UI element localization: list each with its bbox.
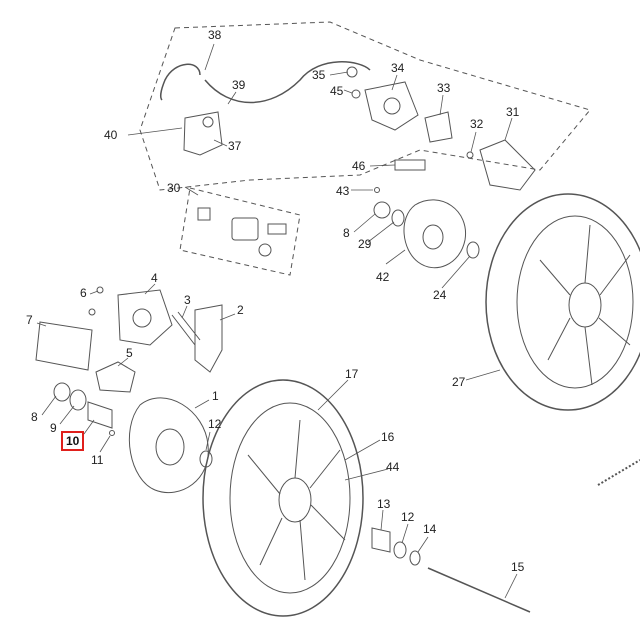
front-disc-hub (155, 428, 185, 466)
callout-37[interactable]: 37 (228, 139, 242, 153)
master-cylinder (183, 111, 223, 156)
rear-axle-spacer (371, 527, 391, 553)
callout-29[interactable]: 29 (358, 237, 372, 251)
callout-42[interactable]: 42 (376, 270, 390, 284)
callout-1[interactable]: 1 (212, 389, 219, 403)
front-seal (69, 389, 87, 411)
rear-brake-disc (403, 199, 466, 269)
bleed-screw (96, 286, 104, 294)
front-wheel-spokes (247, 419, 346, 581)
front-caliper-piston (132, 308, 152, 328)
callout-9[interactable]: 9 (50, 421, 57, 435)
front-spacer-tube (87, 401, 113, 429)
brake-hose-long (204, 61, 371, 104)
front-tyre (202, 379, 364, 617)
front-brake-pads (95, 361, 136, 393)
kit-piston (231, 217, 259, 241)
rear-wheel-spokes (539, 224, 631, 386)
kit-seal (197, 207, 211, 221)
drive-chain (597, 459, 640, 486)
banjo-bolt (346, 66, 358, 78)
front-caliper-bracket (194, 304, 223, 373)
axle-washer (409, 550, 421, 566)
hose-group-outline (139, 21, 591, 191)
kit-spring (267, 223, 287, 235)
callout-4[interactable]: 4 (151, 271, 158, 285)
brake-hose (160, 63, 201, 101)
rear-caliper-piston (383, 97, 401, 115)
banjo-washer (351, 89, 361, 99)
front-bearing (53, 382, 71, 402)
caliper-bolts (171, 311, 201, 346)
callout-3[interactable]: 3 (184, 293, 191, 307)
callout-27[interactable]: 27 (452, 375, 466, 389)
callout-6[interactable]: 6 (80, 286, 87, 300)
callout-30[interactable]: 30 (167, 181, 181, 195)
callout-12-front[interactable]: 12 (208, 417, 222, 431)
rear-seal (391, 209, 405, 227)
front-caliper (117, 289, 173, 346)
callout-11[interactable]: 11 (91, 453, 104, 467)
callout-34[interactable]: 34 (391, 61, 405, 75)
callout-7[interactable]: 7 (26, 313, 33, 327)
callout-10-highlighted[interactable]: 10 (61, 431, 85, 451)
callout-16[interactable]: 16 (381, 430, 395, 444)
leader-lines (36, 43, 518, 599)
callout-39[interactable]: 39 (232, 78, 246, 92)
front-hub-seal (199, 450, 213, 468)
hose-clip (394, 159, 426, 171)
rear-tyre (485, 193, 640, 411)
rear-spacer (373, 201, 391, 219)
rear-disc-screw (374, 187, 380, 193)
callout-15[interactable]: 15 (511, 560, 525, 574)
callout-32[interactable]: 32 (470, 117, 484, 131)
disc-screw (109, 430, 115, 436)
axle-bearing (393, 541, 407, 559)
rear-rim (516, 215, 634, 389)
bleed-cap (88, 308, 96, 316)
callout-14[interactable]: 14 (423, 522, 437, 536)
rear-wheel-hub (568, 282, 602, 328)
rear-bearing (466, 241, 480, 259)
rear-caliper (364, 81, 419, 131)
callout-8-front[interactable]: 8 (31, 410, 38, 424)
callout-24[interactable]: 24 (433, 288, 447, 302)
bracket-bolt (466, 151, 474, 159)
front-brake-disc (128, 397, 209, 494)
callout-31[interactable]: 31 (506, 105, 520, 119)
rear-caliper-bracket (479, 139, 536, 191)
callout-5[interactable]: 5 (126, 346, 133, 360)
callout-46[interactable]: 46 (352, 159, 366, 173)
kit-oring (258, 243, 272, 257)
callout-35[interactable]: 35 (312, 68, 326, 82)
callout-33[interactable]: 33 (437, 81, 451, 95)
callout-38[interactable]: 38 (208, 28, 222, 42)
callout-13[interactable]: 13 (377, 497, 391, 511)
callout-43[interactable]: 43 (336, 184, 350, 198)
master-cylinder-port (202, 116, 214, 128)
callout-40[interactable]: 40 (104, 128, 118, 142)
rear-brake-pads (424, 111, 453, 143)
callout-17[interactable]: 17 (345, 367, 359, 381)
callout-44[interactable]: 44 (386, 460, 400, 474)
callout-2[interactable]: 2 (237, 303, 244, 317)
callout-45[interactable]: 45 (330, 84, 344, 98)
rear-disc-hub (422, 224, 444, 250)
pad-kit (35, 321, 93, 371)
repair-kit-outline (179, 187, 301, 276)
callout-8-rear[interactable]: 8 (343, 226, 350, 240)
callout-12-rear[interactable]: 12 (401, 510, 415, 524)
front-rim (229, 402, 351, 594)
front-wheel-hub (278, 477, 312, 523)
axle (427, 567, 531, 613)
